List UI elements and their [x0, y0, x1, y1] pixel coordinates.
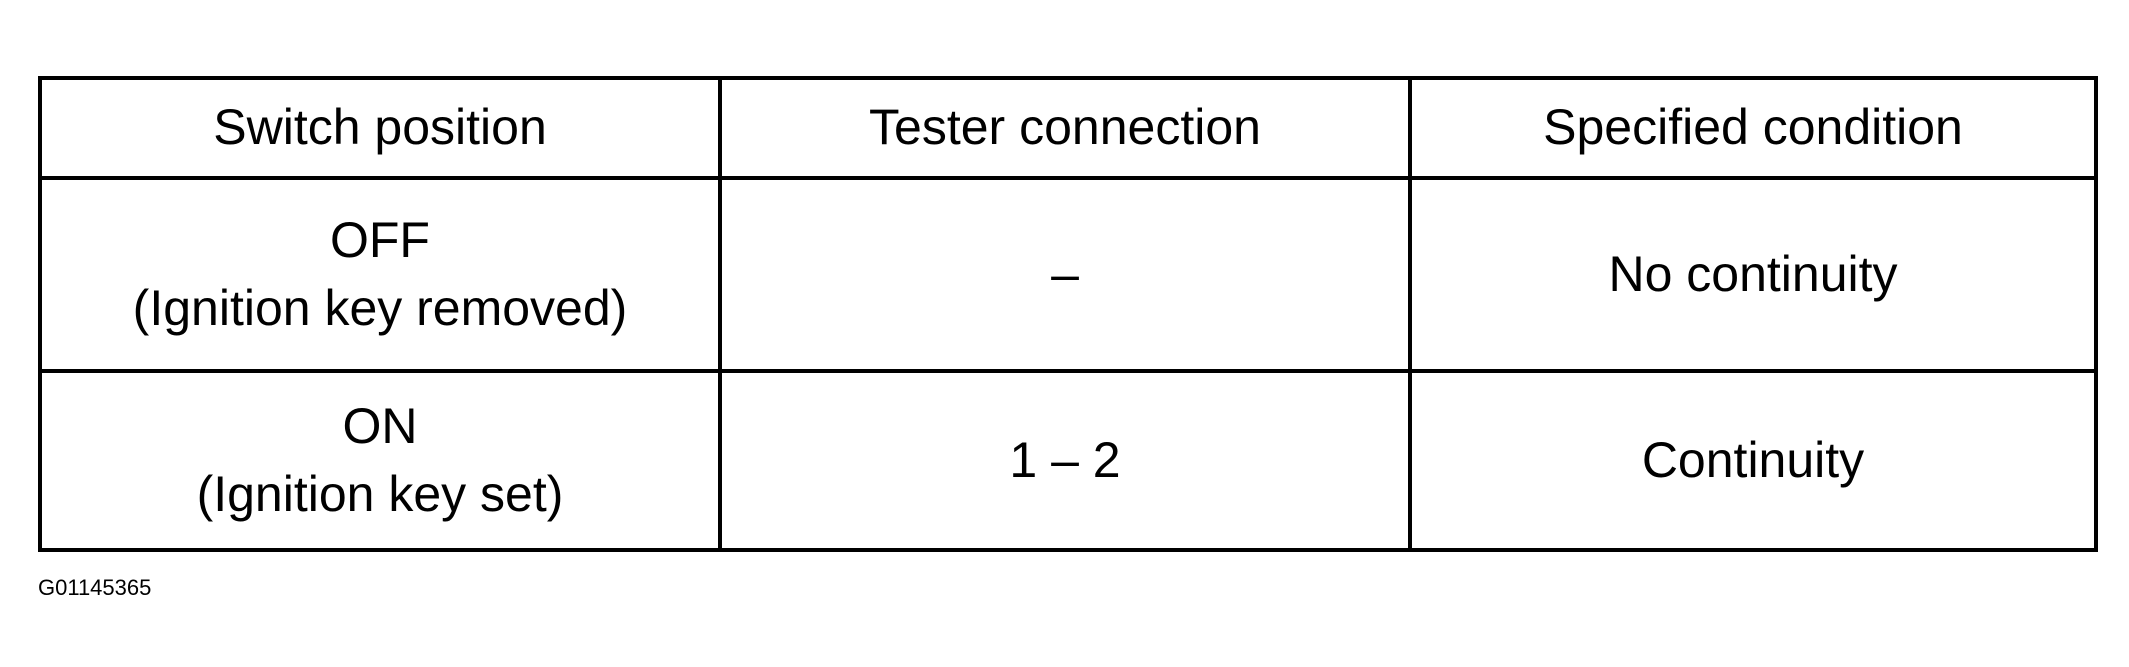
switch-continuity-table: Switch position Tester connection Specif… [38, 76, 2098, 552]
cell-tester-connection: 1 – 2 [718, 369, 1412, 552]
cell-tester-connection: – [718, 176, 1412, 373]
header-specified-condition: Specified condition [1408, 76, 2098, 180]
cell-specified-condition: No continuity [1408, 176, 2098, 373]
header-switch-position: Switch position [38, 76, 722, 180]
table-header-row: Switch position Tester connection Specif… [38, 76, 2098, 180]
header-tester-connection: Tester connection [718, 76, 1412, 180]
switch-position-label: ON [342, 398, 418, 454]
switch-position-label: OFF [330, 212, 430, 268]
figure-id: G01145365 [38, 575, 152, 600]
cell-specified-condition: Continuity [1408, 369, 2098, 552]
cell-switch-position: ON (Ignition key set) [38, 369, 722, 552]
table-row: OFF (Ignition key removed) – No continui… [38, 176, 2098, 373]
table-row: ON (Ignition key set) 1 – 2 Continuity [38, 369, 2098, 552]
cell-switch-position: OFF (Ignition key removed) [38, 176, 722, 373]
switch-position-note: (Ignition key removed) [132, 279, 628, 336]
switch-position-note: (Ignition key set) [196, 465, 564, 522]
